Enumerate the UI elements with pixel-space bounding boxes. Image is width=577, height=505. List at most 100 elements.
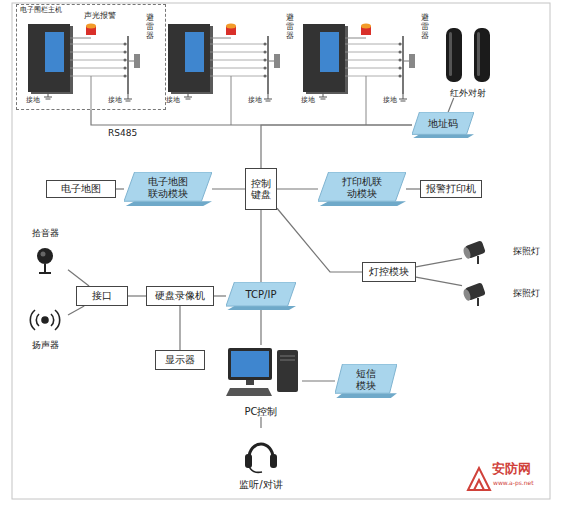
speaker-wave	[30, 310, 59, 330]
fence-wire	[70, 76, 128, 77]
node-text: 报警打印机	[426, 183, 476, 195]
fence-wire	[210, 60, 268, 61]
part-label: 声光报警	[84, 12, 116, 21]
connector	[416, 258, 462, 267]
icon-node: 监听/对讲	[231, 428, 291, 490]
node-text: 监听/对讲	[239, 479, 282, 491]
headset-icon	[245, 444, 277, 472]
node-text: 灯控模块	[369, 266, 409, 278]
fence-wire	[210, 68, 268, 69]
searchlight-icon	[462, 282, 486, 306]
drive-bay	[280, 360, 295, 361]
beam-post	[474, 28, 490, 82]
part-label: 接地	[26, 97, 40, 105]
module-tile: 打印机联动模块	[318, 172, 406, 206]
connector	[128, 295, 146, 296]
fence-host-unit	[28, 24, 140, 111]
connector	[277, 188, 318, 189]
beam-sheen	[477, 32, 480, 76]
ground-symbol	[184, 92, 192, 99]
part-label: 避雷器	[286, 14, 294, 40]
headband	[249, 444, 273, 458]
device-box: 电子地图	[46, 180, 116, 198]
surge-arrester	[409, 54, 415, 68]
connector	[302, 380, 335, 381]
speaker-dot	[42, 317, 48, 323]
icon-node: 扬声器	[22, 306, 68, 350]
lamp-stand	[477, 298, 479, 306]
node-text: 接口	[92, 290, 112, 302]
drive-bay	[280, 356, 295, 357]
fence-wire	[345, 60, 403, 61]
microphone-icon	[37, 248, 53, 273]
connector	[68, 270, 89, 286]
infrared-beam-icon	[446, 28, 490, 82]
keyboard	[226, 388, 272, 396]
insulator	[264, 67, 267, 70]
node-text: 硬盘录像机	[155, 290, 205, 302]
watermark-logo	[468, 468, 490, 490]
ground-symbol	[264, 94, 272, 101]
part-label: 接地	[248, 97, 262, 105]
node-text: 电子围栏主机	[20, 6, 62, 14]
connector	[260, 210, 261, 282]
connector	[448, 98, 454, 112]
alarm-wire	[345, 38, 366, 39]
insulator	[399, 51, 402, 54]
node-text: 扬声器	[32, 340, 59, 350]
logo-inner	[474, 480, 484, 490]
insulator	[399, 59, 402, 62]
module-tile: 地址码	[412, 112, 474, 138]
cabinet-screen	[185, 32, 204, 72]
connector	[260, 310, 261, 345]
device-box: 报警打印机	[420, 180, 482, 198]
searchlight-icon	[462, 240, 486, 264]
part-label: 接地	[108, 97, 122, 105]
connector	[214, 295, 226, 296]
insulator	[264, 59, 267, 62]
node-text: 探照灯	[513, 246, 540, 256]
cabinet	[303, 24, 345, 92]
fence-host-unit	[168, 24, 280, 126]
node-text: 探照灯	[513, 288, 540, 298]
device-box: 硬盘录像机	[146, 286, 214, 306]
connector	[116, 188, 124, 189]
connector	[179, 306, 180, 350]
insulator	[264, 51, 267, 54]
surge-arrester	[274, 54, 280, 68]
cabinet	[168, 24, 210, 92]
fence-post	[127, 36, 129, 94]
insulator	[399, 75, 402, 78]
insulator	[399, 67, 402, 70]
arrester-wire	[128, 61, 134, 62]
device-box: 控制键盘	[245, 168, 277, 210]
device-box: 灯控模块	[362, 262, 416, 282]
lamp-lens	[462, 288, 472, 301]
watermark: www.a-ps.net	[493, 480, 534, 487]
module-tile: TCP/IP	[226, 282, 296, 310]
insulator	[264, 43, 267, 46]
node-text: 地址码	[428, 118, 458, 133]
device-box: 接口	[76, 286, 128, 306]
node-text: 控制键盘	[250, 178, 272, 201]
beam-post	[446, 28, 462, 82]
earcup	[245, 454, 252, 468]
alarm-cap	[361, 24, 371, 29]
ground-symbol	[44, 92, 52, 99]
node-text: TCP/IP	[246, 289, 277, 304]
part-label: 接地	[383, 97, 397, 105]
connector	[260, 417, 261, 428]
mic-sheen	[41, 252, 46, 257]
fence-post	[402, 36, 404, 94]
node-text: 电子地图	[61, 183, 101, 195]
bus-drop	[91, 76, 92, 110]
mic-base	[39, 272, 51, 274]
mic-head	[37, 248, 53, 264]
cabinet-screen	[45, 32, 64, 72]
fence-host-unit	[303, 24, 415, 126]
module-tile: 电子地图联动模块	[124, 172, 212, 206]
fence-wire	[210, 76, 268, 77]
